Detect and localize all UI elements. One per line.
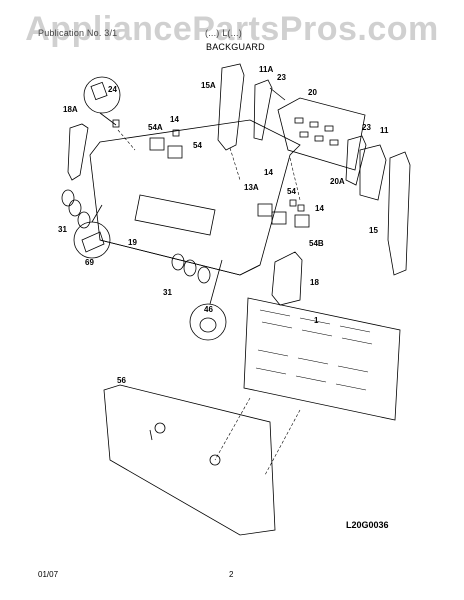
label-24: 24 (108, 85, 117, 94)
part-switch-54B (294, 214, 310, 228)
part-11 (359, 144, 387, 201)
part-bracket-15 (387, 151, 411, 276)
label-20: 20 (308, 88, 317, 97)
part-knob (68, 199, 82, 217)
part-knob (61, 189, 75, 207)
header-publication: Publication No. 3/1 (38, 28, 118, 38)
part-endcap-left (67, 123, 89, 181)
label-46: 46 (204, 305, 213, 314)
part-20A (345, 135, 367, 186)
part-display-window (134, 194, 216, 236)
label-69: 69 (85, 258, 94, 267)
part-knob (171, 253, 185, 271)
callout-circle-69 (73, 221, 111, 259)
callout-circle-24 (83, 76, 121, 114)
part-endcap-right (271, 251, 303, 306)
label-11A: 11A (259, 65, 273, 74)
label-14-right-2: 14 (315, 204, 324, 213)
part-switch-13A (257, 203, 273, 217)
part-11A (253, 79, 273, 141)
label-13A: 13A (244, 183, 259, 192)
label-56: 56 (117, 376, 126, 385)
label-18A: 18A (63, 105, 78, 114)
part-switch-54-right (271, 211, 287, 225)
label-31-left: 31 (58, 225, 67, 234)
watermark: AppliancePartsPros.com (25, 10, 439, 48)
part-bracket-15A (217, 63, 245, 151)
label-1: 1 (314, 316, 319, 325)
part-control-board-20 (277, 97, 366, 171)
label-54A: 54A (148, 123, 163, 132)
label-15: 15 (369, 226, 378, 235)
part-switch-54A (149, 137, 165, 151)
part-clip-14 (172, 129, 180, 137)
label-15A: 15A (201, 81, 216, 90)
part-rear-cover (243, 297, 401, 421)
part-knob (197, 266, 211, 284)
label-14-right: 14 (264, 168, 273, 177)
label-19: 19 (128, 238, 137, 247)
part-knob (183, 259, 197, 277)
diagram-code: L20G0036 (346, 520, 389, 530)
section-title: BACKGUARD (206, 42, 265, 52)
label-20A: 20A (330, 177, 345, 186)
label-54-right: 54 (287, 187, 296, 196)
part-bottom-panel-56 (103, 384, 276, 536)
callout-circle-46 (189, 303, 227, 341)
part-knob (77, 211, 91, 229)
label-54: 54 (193, 141, 202, 150)
label-23-top: 23 (277, 73, 286, 82)
part-clip-14-right (289, 199, 297, 207)
footer-page-number: 2 (229, 570, 234, 579)
part-switch (90, 81, 108, 101)
label-11: 11 (380, 126, 389, 135)
part-switch-small (112, 119, 120, 128)
part-switch-54 (167, 145, 183, 159)
header-model: (...) L(...) (205, 28, 242, 38)
label-54B: 54B (309, 239, 324, 248)
label-18: 18 (310, 278, 319, 287)
footer-date: 01/07 (38, 570, 59, 579)
label-23-right: 23 (362, 123, 371, 132)
label-14: 14 (170, 115, 179, 124)
label-31-center: 31 (163, 288, 172, 297)
